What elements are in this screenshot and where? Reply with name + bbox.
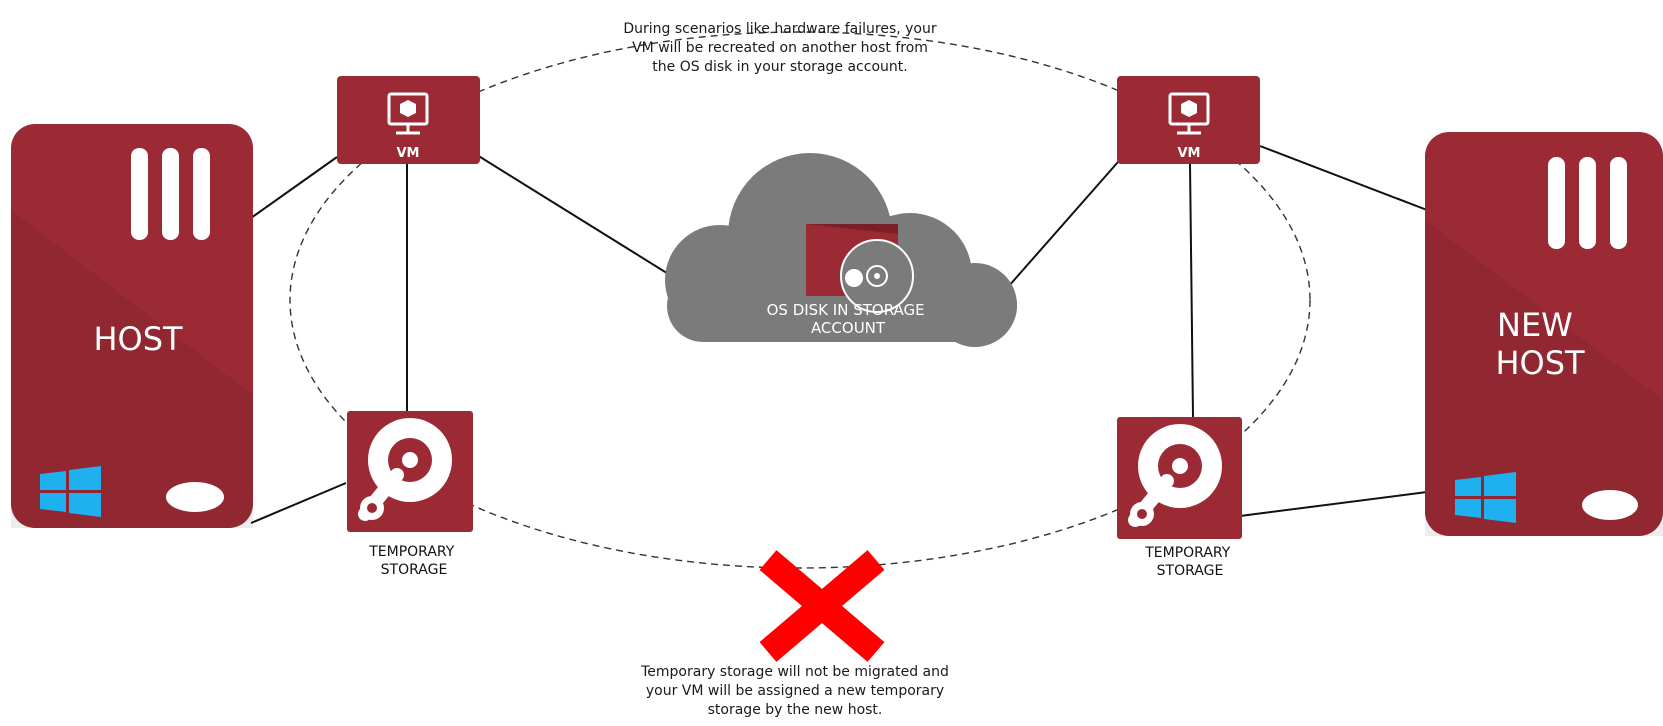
vm-label: VM (1178, 146, 1201, 161)
new-host-label: NEW HOST (1495, 306, 1585, 382)
caption-line: your VM will be assigned a new temporary (645, 683, 945, 699)
vm-label: VM (397, 146, 420, 161)
vm-node-right: VM (1117, 76, 1260, 164)
temp-storage-label-line-1: TEMPORARY (368, 544, 455, 560)
caption-temp-storage-note: Temporary storage will not be migrated a… (585, 663, 1005, 720)
vm-node-left: VM (337, 76, 480, 164)
caption-line: Temporary storage will not be migrated a… (641, 664, 949, 680)
connector-vm-temp-right (1189, 163, 1194, 418)
cross-icon (759, 550, 885, 662)
windows-logo-icon (40, 466, 101, 517)
connector-cloud-vm-right (1007, 161, 1119, 288)
os-disk-icon (806, 224, 914, 313)
caption-recreation-note: During scenarios like hardware failures,… (570, 20, 990, 77)
temp-storage-label: TEMPORARY STORAGE (368, 544, 459, 578)
server-slots-icon (131, 148, 210, 240)
caption-line: During scenarios like hardware failures,… (623, 21, 937, 37)
host-server-right: NEW HOST (1425, 132, 1663, 536)
power-button-icon (166, 482, 224, 512)
new-host-label-line-2: HOST (1495, 344, 1585, 382)
connector-host-temp-left (250, 482, 347, 524)
temp-storage-label: TEMPORARY STORAGE (1144, 545, 1235, 579)
connector-vm-cloud-left (476, 154, 671, 276)
migration-path-ellipse (289, 31, 1311, 569)
connector-temp-newhost (1239, 491, 1428, 517)
vm-monitor-icon (387, 92, 429, 135)
new-host-label-line-1: NEW (1497, 306, 1573, 344)
caption-line: the OS disk in your storage account. (652, 59, 908, 75)
cloud-label-line-1: OS DISK IN STORAGE (767, 301, 925, 319)
cloud-label-line-2: ACCOUNT (811, 319, 886, 337)
vm-monitor-icon (1168, 92, 1210, 135)
temp-storage-right: TEMPORARY STORAGE (1117, 417, 1242, 579)
temp-storage-label-line-2: STORAGE (381, 562, 448, 578)
hard-drive-icon (1128, 424, 1222, 527)
storage-cloud: OS DISK IN STORAGE ACCOUNT (665, 153, 1017, 347)
cloud-label: OS DISK IN STORAGE ACCOUNT (767, 301, 930, 337)
server-slots-icon (1548, 157, 1627, 249)
temp-storage-label-line-1: TEMPORARY (1144, 545, 1231, 561)
power-button-icon (1582, 490, 1638, 520)
host-server-left: HOST (11, 124, 253, 528)
connector-vm-newhost (1259, 145, 1428, 211)
caption-line: VM will be recreated on another host fro… (632, 40, 928, 56)
temp-storage-left: TEMPORARY STORAGE (347, 411, 473, 578)
caption-line: storage by the new host. (707, 702, 883, 718)
hard-drive-icon (358, 418, 452, 521)
connector-lines (250, 145, 1428, 524)
temp-storage-label-line-2: STORAGE (1157, 563, 1224, 579)
host-label: HOST (93, 320, 183, 358)
windows-logo-icon (1455, 472, 1516, 523)
connector-host-vm-left (250, 156, 338, 219)
